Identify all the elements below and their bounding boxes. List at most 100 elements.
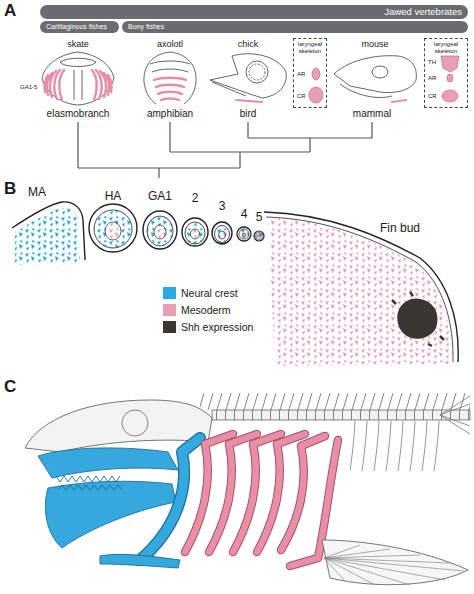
skate-gill-arches [92, 70, 112, 100]
panel-letter: A [4, 2, 16, 21]
clade-band: Cartilaginous fishes [40, 21, 119, 33]
pharyngeal-arches [154, 225, 166, 239]
species-name: mouse [361, 40, 388, 50]
arch-number: 2 [192, 192, 199, 205]
neural-crest-jaw-skeleton [56, 476, 120, 482]
species-name: axolotl [157, 40, 183, 50]
skate-skull [60, 58, 96, 66]
axolotl-skull [144, 52, 196, 104]
neural-crest-jaw-skeleton [38, 448, 178, 478]
embryo-section [266, 217, 453, 362]
arch-number: 3 [219, 200, 226, 213]
pectoral-fin [324, 545, 464, 585]
pectoral-fin [322, 540, 468, 585]
species-name: skate [67, 40, 89, 50]
inset-title: laryngeal skeleton [294, 41, 326, 54]
embryo-section [397, 299, 437, 339]
mouse-larynx [447, 74, 453, 82]
chick-skull [246, 61, 268, 83]
mesoderm-gill-arches [185, 434, 233, 552]
chick-skull [212, 82, 246, 96]
clade-band: Jawed vertebrates [40, 5, 468, 19]
part-label: AR [428, 75, 436, 82]
legend-text: Neural crest [181, 288, 238, 300]
pharyngeal-arches [105, 222, 121, 240]
band-text: Cartilaginous fishes [46, 21, 107, 33]
embryo-section [264, 212, 458, 362]
pectoral-fin [322, 540, 468, 585]
fish-axial-skeleton [200, 392, 470, 410]
part-label: TH [428, 59, 436, 66]
pharyngeal-arches [143, 211, 177, 249]
skate-skull [74, 70, 82, 100]
embryo-section [392, 292, 444, 346]
species-name: chick [238, 40, 259, 50]
pharyngeal-arches [147, 216, 173, 246]
mesoderm-gill-arches [233, 434, 281, 552]
skate-gill-arches [44, 70, 64, 100]
chick-larynx [309, 68, 323, 103]
mouse-hyoid [392, 100, 406, 102]
taxon-name: mammal [353, 108, 391, 119]
legend-text: Shh expression [181, 322, 253, 334]
taxon-name: amphibian [147, 108, 193, 119]
pharyngeal-arches [215, 226, 230, 243]
arch-number: 5 [256, 211, 263, 224]
phylogeny-tree [78, 122, 372, 178]
part-label: AR [297, 71, 305, 78]
phylogeny-tree [78, 122, 372, 178]
neural-crest-jaw-skeleton [38, 438, 200, 568]
axolotl-gill-arches [154, 78, 186, 100]
inset-box: laryngeal skeletonARCR [293, 38, 327, 108]
fish-skull [122, 410, 148, 436]
pharyngeal-arches [239, 229, 249, 239]
pharyngeal-arches [94, 210, 132, 248]
mouse-larynx [441, 56, 459, 102]
fish-axial-skeleton [212, 410, 470, 420]
skate-gill-arches [44, 70, 111, 100]
embryo-section [15, 208, 80, 265]
taxon-name: bird [240, 108, 257, 119]
skate-skull [42, 52, 114, 105]
pharyngeal-arches [242, 233, 246, 237]
inset-box: laryngeal skeletonTHARCR [424, 38, 468, 108]
legend-swatch [163, 287, 176, 299]
pharyngeal-arches [89, 204, 264, 252]
inset-title: laryngeal skeleton [425, 41, 467, 54]
arch-label: GA1 [148, 190, 172, 203]
fish-axial-skeleton [440, 396, 470, 434]
axolotl-gill-arches [154, 78, 186, 100]
arch-number: 4 [241, 208, 248, 221]
mouse-larynx [441, 56, 459, 72]
pharyngeal-arches [89, 204, 137, 252]
arch-label: MA [28, 186, 46, 199]
legend-text: Mesoderm [181, 305, 231, 317]
embryo-section [12, 202, 85, 260]
band-text: Jawed vertebrates [384, 5, 462, 19]
embryo-section [268, 218, 452, 366]
fish-axial-skeleton [350, 421, 442, 471]
panel-letter: B [4, 180, 16, 199]
mesoderm-gill-arches [209, 434, 257, 552]
mesoderm-gill-arches [257, 434, 305, 552]
pharyngeal-arches [258, 235, 261, 238]
pharyngeal-arches [191, 229, 200, 239]
mouse-larynx [442, 90, 458, 102]
chick-larynx [309, 87, 323, 103]
panel-letter: C [4, 378, 16, 397]
legend-swatch [163, 321, 176, 333]
legend-swatch [163, 304, 176, 316]
chick-hyoid [236, 100, 262, 102]
mouse-skull [334, 56, 416, 98]
arch-label: GA1-5 [20, 84, 37, 91]
pharyngeal-arches [182, 218, 208, 246]
neural-crest-jaw-skeleton [100, 554, 180, 568]
chick-larynx [312, 68, 320, 80]
mesoderm-gill-arches [281, 436, 325, 550]
axolotl-skull [150, 61, 190, 72]
mesoderm-gill-arches [185, 434, 338, 566]
clade-band: Bony fishes [122, 21, 468, 33]
chick-skull [210, 54, 286, 98]
mesoderm-gill-arches [185, 434, 338, 566]
